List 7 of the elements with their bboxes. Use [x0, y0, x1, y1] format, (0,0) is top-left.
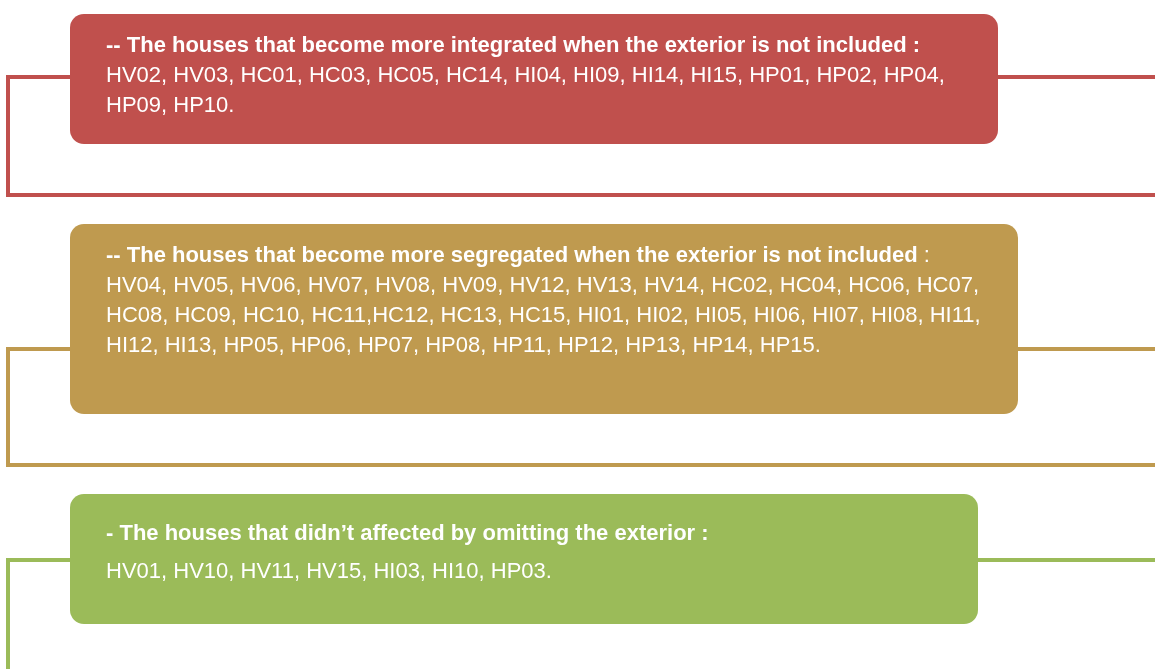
box-heading: - The houses that didn’t affected by omitting the exterior : — [106, 519, 710, 547]
category-box — [70, 14, 998, 144]
category-box — [70, 224, 1018, 414]
box-text: -- The houses that become more segregated when the exterior is not included : HV04, HV05, HV06, HV07, HV08, HV09, HV12, HV13, HV14, HC02, HC04, HC06, HC07, HC08, HC09, HC10, HC11,HC12, HC13, HC15, HI01, HI02, HI05, HI06, HI07, HI08, HI11, HI12, HI13, HP05, HP06, HP07, HP08, HP11, HP12, HP13, HP14, HP15. — [106, 241, 982, 359]
box-text: HV01, HV10, HV11, HV15, HI03, HI10, HP03. — [106, 557, 553, 585]
box-text: -- The houses that become more integrated when the exterior is not included : HV02, HV03, HC01, HC03, HC05, HC14, HI04, HI09, HI14, HI15, HP01, HP02, HP04, HP09, HP10. — [106, 31, 946, 119]
category-box — [70, 494, 978, 624]
